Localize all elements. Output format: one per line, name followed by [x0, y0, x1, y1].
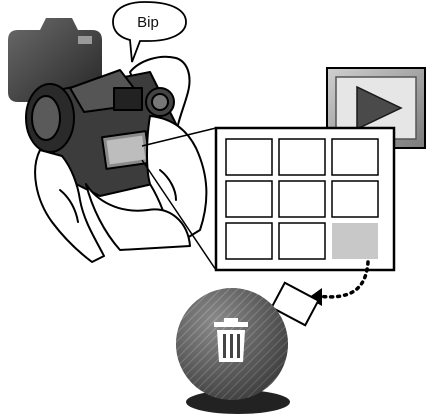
floating-thumbnail — [270, 281, 320, 327]
zoom-lines — [141, 127, 217, 271]
thumbnail — [331, 138, 379, 176]
trash-icon — [176, 288, 290, 414]
thumbnail-selected — [332, 223, 378, 259]
thumbnail — [278, 222, 326, 260]
thumbnail — [278, 180, 326, 218]
thumbnail — [278, 138, 326, 176]
speech-bubble: Bip — [112, 1, 187, 63]
thumbnail — [331, 180, 379, 218]
camera-icon — [8, 18, 102, 102]
bubble-text: Bip — [137, 14, 159, 31]
thumbnail — [225, 222, 273, 260]
hands-with-camera — [25, 55, 208, 263]
play-icon — [326, 67, 426, 149]
thumbnail — [225, 138, 273, 176]
thumbnail-grid — [225, 138, 379, 260]
thumbnail-grid-panel — [214, 126, 396, 272]
thumbnail — [225, 180, 273, 218]
